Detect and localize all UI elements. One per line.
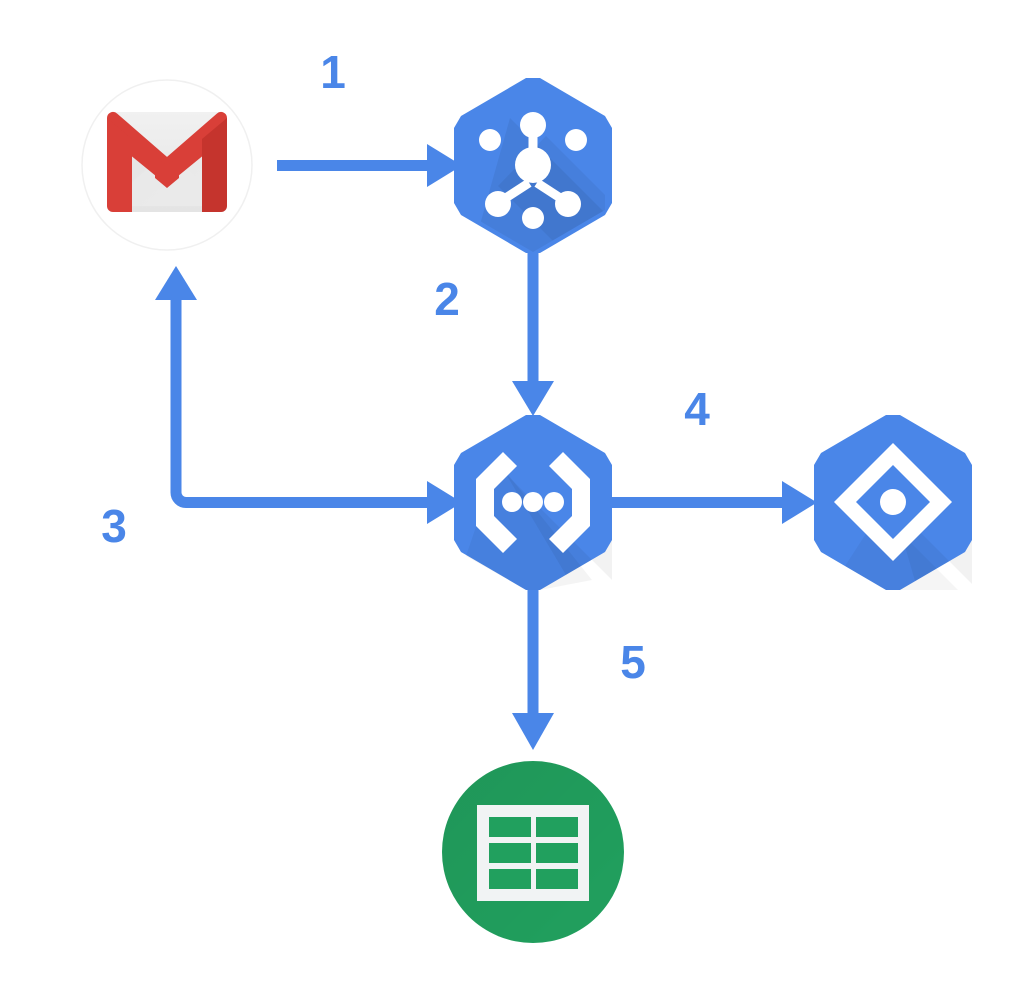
edge-label-4: 4 [684, 383, 710, 435]
cloud-functions-icon [476, 452, 590, 553]
node-gmail[interactable] [81, 79, 253, 251]
node-cloud-vision[interactable] [814, 415, 972, 590]
node-cloud-pubsub[interactable] [454, 78, 620, 260]
edge-5-arrow [512, 588, 554, 750]
edge-label-2: 2 [434, 273, 460, 325]
functions-shadow [466, 455, 612, 590]
node-google-sheets[interactable] [442, 761, 624, 943]
edge-label-5: 5 [620, 636, 646, 688]
google-sheets-icon [477, 805, 589, 901]
gmail-icon [106, 111, 228, 212]
edge-3-arrow [155, 266, 462, 524]
edge-4-arrow [605, 481, 817, 524]
edge-label-3: 3 [101, 500, 127, 552]
edge-label-1: 1 [320, 46, 346, 98]
cloud-pubsub-icon [479, 112, 587, 229]
edge-1-arrow [277, 144, 462, 187]
node-cloud-functions[interactable] [454, 415, 612, 590]
cloud-vision-icon [834, 443, 952, 561]
edge-2-arrow [512, 252, 554, 416]
